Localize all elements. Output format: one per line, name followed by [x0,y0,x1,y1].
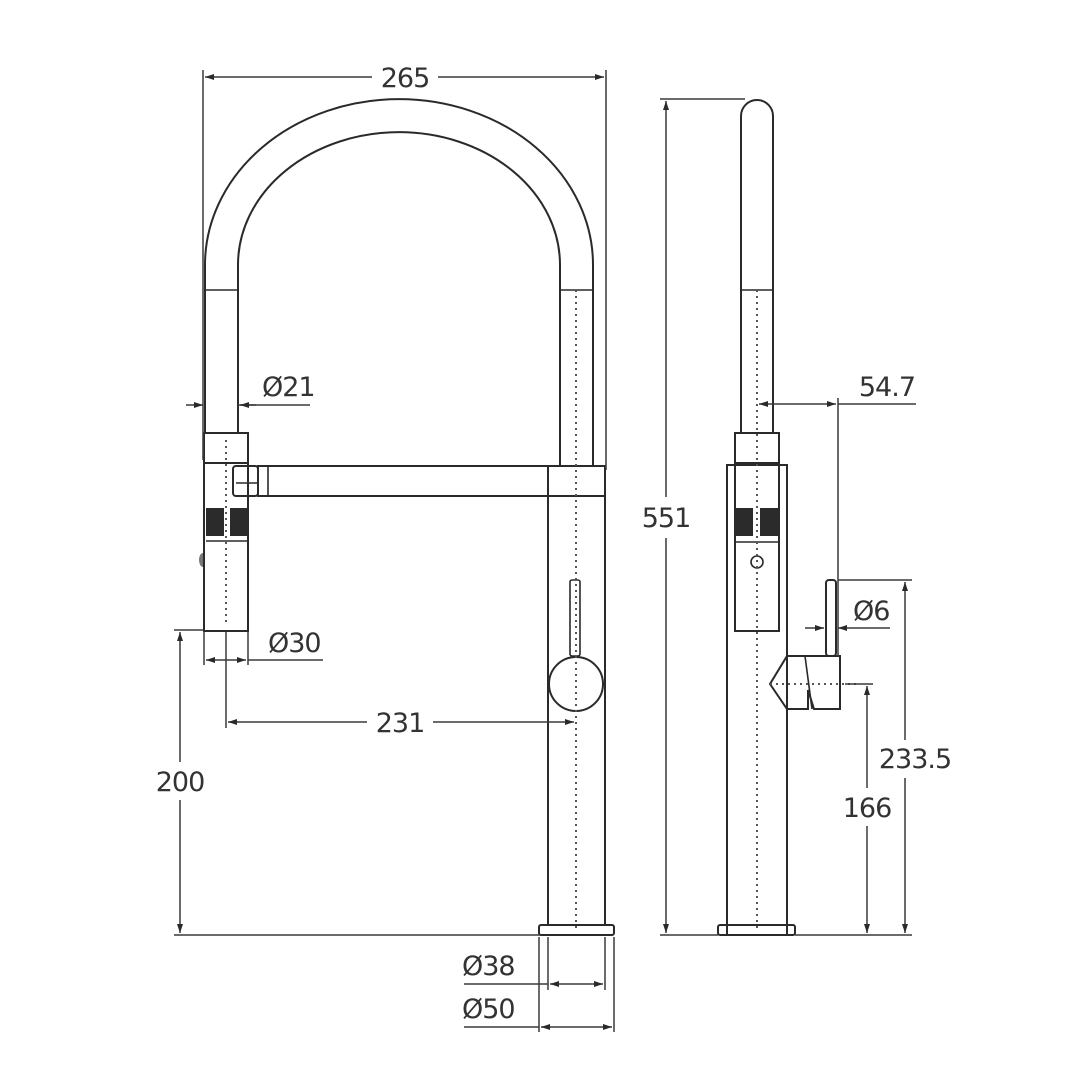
dim-base-diameter: Ø50 [462,994,515,1025]
dim-handle-top-height: 233.5 [879,744,951,775]
side-base [717,924,796,936]
dim-spray-height: 200 [156,767,205,798]
side-grip-right [760,508,779,536]
front-base [538,924,615,936]
dock-clip [232,465,259,497]
handle-lever-side [825,579,837,657]
side-grip-left [735,508,753,536]
dim-handle-axis-height: 166 [843,793,892,824]
dim-overall-height: 551 [642,503,691,534]
dim-body-diameter: Ø38 [462,951,515,982]
spout-arc-inner [237,131,561,290]
handle-hub-side [768,655,841,710]
dim-handle-offset: 54.7 [859,372,915,403]
dim-spray-body-diameter: Ø30 [268,628,321,659]
dim-overall-width: 265 [381,63,430,94]
side-view: 551 54.7 Ø6 233.5 166 [642,98,952,936]
spray-button [199,553,203,567]
grip-band-left [206,508,224,536]
dim-spray-head-diameter: Ø21 [262,372,315,403]
front-view: 265 Ø21 Ø30 231 200 Ø38 Ø50 [156,63,615,1032]
side-spout [740,99,774,290]
dim-spout-reach: 231 [376,708,425,739]
spray-head-body [203,462,249,632]
dock-arm [257,465,549,497]
dim-handle-diameter: Ø6 [853,596,889,627]
handle-hub-front [548,656,604,712]
spout-arc-outer [204,98,594,290]
grip-band-right [230,508,247,536]
side-spray-cap [734,432,780,464]
